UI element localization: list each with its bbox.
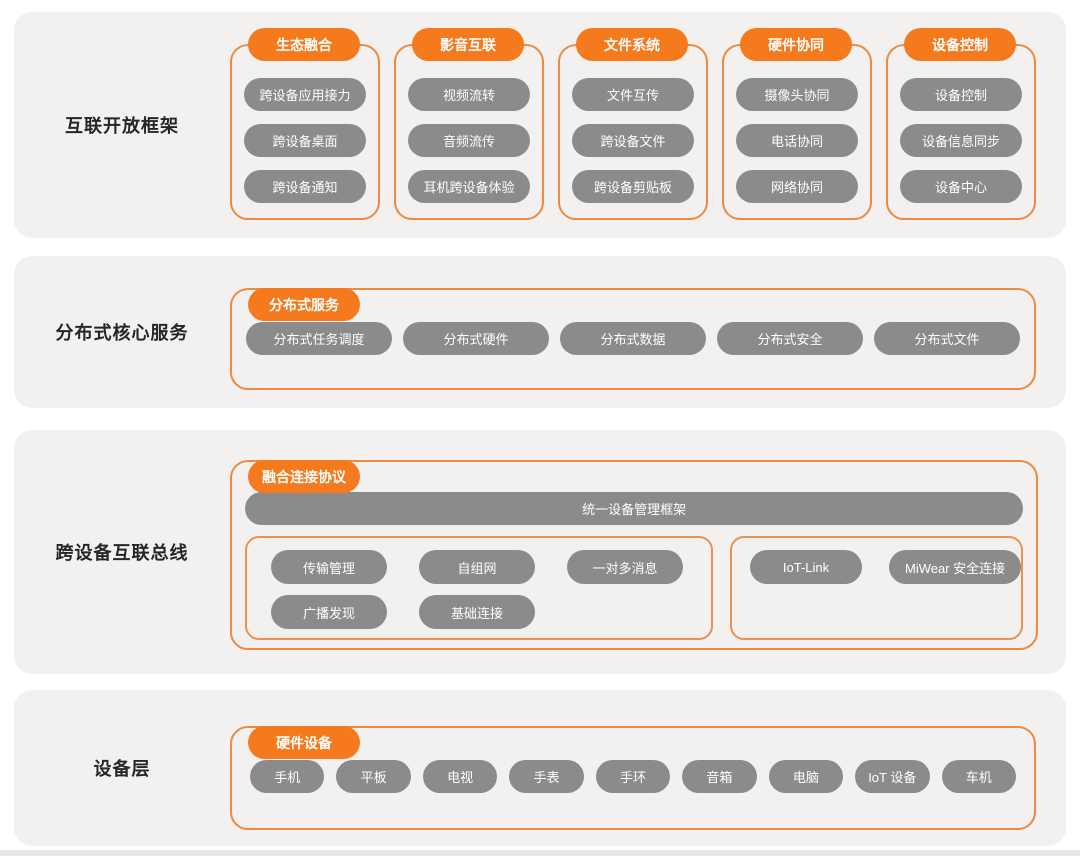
link-protocols-row: IoT-Link MiWear 安全连接 [750, 550, 1022, 584]
group-distributed-services: 分布式服务 分布式任务调度 分布式硬件 分布式数据 分布式安全 分布式文件 [230, 288, 1036, 390]
device-pill: IoT 设备 [855, 760, 930, 793]
group-hardware-collab-box: 摄像头协同 电话协同 网络协同 [722, 44, 872, 220]
capability-pill: 跨设备通知 [244, 170, 366, 203]
group-file-system-header: 文件系统 [576, 28, 688, 61]
group-distributed-services-box: 分布式任务调度 分布式硬件 分布式数据 分布式安全 分布式文件 [230, 288, 1036, 390]
capability-pill: 跨设备剪贴板 [572, 170, 694, 203]
section-distributed-core: 分布式核心服务 分布式服务 分布式任务调度 分布式硬件 分布式数据 分布式安全 … [14, 256, 1066, 408]
capability-pill: 跨设备桌面 [244, 124, 366, 157]
group-hardware-devices-box: 手机 平板 电视 手表 手环 音箱 电脑 IoT 设备 车机 [230, 726, 1036, 830]
device-pill: 音箱 [682, 760, 757, 793]
capability-pill: 电话协同 [736, 124, 858, 157]
device-pill: 平板 [336, 760, 411, 793]
service-pill: 分布式硬件 [403, 322, 549, 355]
group-file-system-box: 文件互传 跨设备文件 跨设备剪贴板 [558, 44, 708, 220]
device-pill: 手环 [595, 760, 671, 793]
bottom-edge-strip [0, 850, 1080, 856]
capability-pill: 摄像头协同 [736, 78, 858, 111]
capability-pill: 音频流传 [408, 124, 530, 157]
group-eco-fusion: 生态融合 跨设备应用接力 跨设备桌面 跨设备通知 [230, 28, 380, 238]
capability-pill: 跨设备应用接力 [244, 78, 366, 111]
group-av-link-box: 视频流转 音频流传 耳机跨设备体验 [394, 44, 544, 220]
section-interconnect-bus-label: 跨设备互联总线 [55, 543, 189, 563]
link-protocols-box: IoT-Link MiWear 安全连接 [730, 536, 1024, 640]
device-layer-content: 硬件设备 手机 平板 电视 手表 手环 音箱 电脑 IoT 设备 车机 [230, 690, 1066, 846]
device-pill: 手表 [509, 760, 584, 793]
bus-pill: 传输管理 [271, 550, 387, 584]
section-open-framework-label: 互联开放框架 [65, 116, 179, 136]
device-pill: 电视 [422, 760, 498, 793]
group-distributed-services-header: 分布式服务 [248, 288, 360, 321]
section-device-layer: 设备层 硬件设备 手机 平板 电视 手表 手环 音箱 电脑 IoT 设备 车机 [14, 690, 1066, 846]
group-hardware-devices: 硬件设备 手机 平板 电视 手表 手环 音箱 电脑 IoT 设备 车机 [230, 726, 1036, 830]
device-pill: 车机 [941, 760, 1016, 793]
interconnect-bus-content: 融合连接协议 统一设备管理框架 传输管理 自组网 一对多消息 广播发现 [230, 430, 1068, 674]
group-fusion-protocol: 融合连接协议 统一设备管理框架 传输管理 自组网 一对多消息 广播发现 [230, 460, 1039, 650]
capability-pill: 设备中心 [900, 170, 1022, 203]
group-hardware-collab: 硬件协同 摄像头协同 电话协同 网络协同 [722, 28, 872, 238]
group-hardware-devices-header: 硬件设备 [248, 726, 360, 759]
service-pill: 分布式任务调度 [246, 322, 392, 355]
connection-row-2: 广播发现 基础连接 [271, 595, 711, 629]
group-device-control-box: 设备控制 设备信息同步 设备中心 [886, 44, 1036, 220]
bus-pill: 广播发现 [271, 595, 387, 629]
group-device-control: 设备控制 设备控制 设备信息同步 设备中心 [886, 28, 1036, 238]
device-pill: 手机 [250, 760, 325, 793]
group-eco-fusion-header: 生态融合 [248, 28, 360, 61]
capability-pill: 网络协同 [736, 170, 858, 203]
bus-pill: 基础连接 [419, 595, 535, 629]
capability-pill: 设备信息同步 [900, 124, 1022, 157]
connection-row-1: 传输管理 自组网 一对多消息 [271, 550, 711, 584]
capability-pill: 跨设备文件 [572, 124, 694, 157]
unified-device-mgmt-bar: 统一设备管理框架 [245, 492, 1024, 525]
bus-pill: IoT-Link [750, 550, 862, 584]
group-fusion-protocol-header: 融合连接协议 [248, 460, 360, 493]
section-device-layer-label: 设备层 [93, 759, 151, 779]
section-interconnect-bus: 跨设备互联总线 融合连接协议 统一设备管理框架 传输管理 自组网 一对多消息 [14, 430, 1066, 674]
bus-inner-boxes: 传输管理 自组网 一对多消息 广播发现 基础连接 IoT-Link [245, 536, 1024, 640]
service-pill: 分布式安全 [717, 322, 863, 355]
service-pill: 分布式文件 [874, 322, 1020, 355]
section-open-framework: 互联开放框架 生态融合 跨设备应用接力 跨设备桌面 跨设备通知 影音互联 视频流… [14, 12, 1066, 238]
bus-pill: MiWear 安全连接 [889, 550, 1022, 584]
group-fusion-protocol-box: 统一设备管理框架 传输管理 自组网 一对多消息 广播发现 基础连接 [230, 460, 1039, 650]
group-av-link: 影音互联 视频流转 音频流传 耳机跨设备体验 [394, 28, 544, 238]
capability-pill: 设备控制 [900, 78, 1022, 111]
capability-pill: 视频流转 [408, 78, 530, 111]
group-device-control-header: 设备控制 [904, 28, 1016, 61]
bus-pill: 一对多消息 [567, 550, 683, 584]
capability-pill: 耳机跨设备体验 [408, 170, 530, 203]
open-framework-groups: 生态融合 跨设备应用接力 跨设备桌面 跨设备通知 影音互联 视频流转 音频流传 … [230, 12, 1066, 238]
group-file-system: 文件系统 文件互传 跨设备文件 跨设备剪贴板 [558, 28, 708, 238]
service-pill: 分布式数据 [560, 322, 706, 355]
capability-pill: 文件互传 [572, 78, 694, 111]
connection-capabilities-box: 传输管理 自组网 一对多消息 广播发现 基础连接 [245, 536, 713, 640]
distributed-core-content: 分布式服务 分布式任务调度 分布式硬件 分布式数据 分布式安全 分布式文件 [230, 256, 1066, 408]
bus-pill: 自组网 [419, 550, 535, 584]
device-pill: 电脑 [768, 760, 844, 793]
group-eco-fusion-box: 跨设备应用接力 跨设备桌面 跨设备通知 [230, 44, 380, 220]
section-distributed-core-label: 分布式核心服务 [55, 323, 189, 343]
group-hardware-collab-header: 硬件协同 [740, 28, 852, 61]
group-av-link-header: 影音互联 [412, 28, 524, 61]
